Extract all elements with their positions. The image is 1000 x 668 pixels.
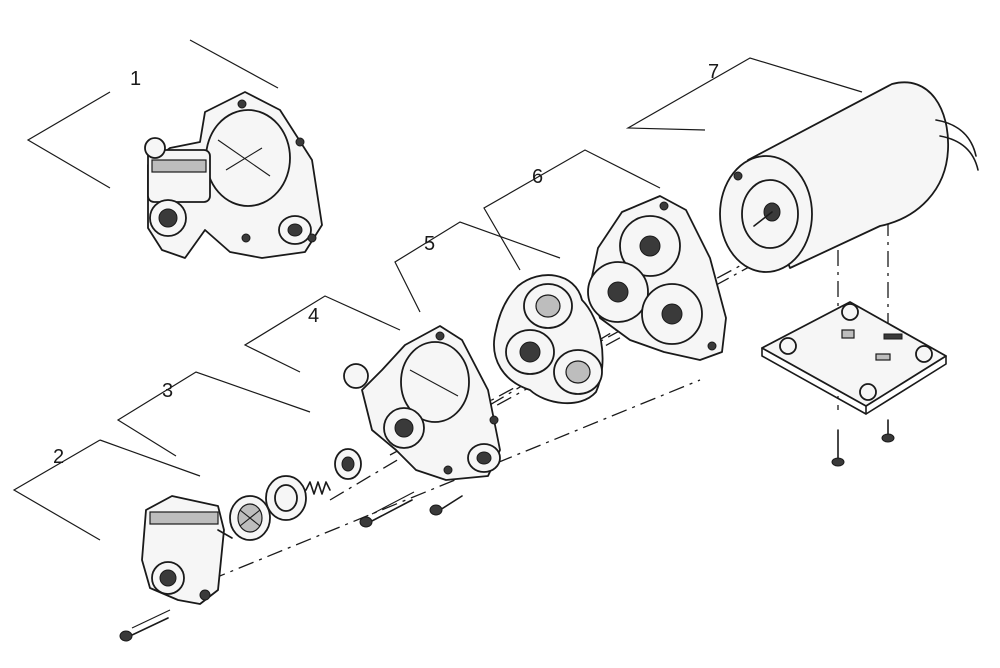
part-6-cam-housing bbox=[587, 195, 727, 361]
part-1-pump-head-assembly bbox=[144, 91, 323, 259]
part-2-front-housing bbox=[141, 495, 233, 605]
label-part-6: 6 bbox=[532, 166, 543, 188]
part-4-screws bbox=[359, 491, 463, 528]
part-7-motor bbox=[719, 81, 979, 273]
part-7-mounting-plate bbox=[761, 301, 947, 415]
label-part-4: 4 bbox=[308, 305, 319, 327]
part-4-pump-body bbox=[343, 325, 501, 481]
part-7-screws bbox=[831, 419, 895, 467]
part-5-diaphragm bbox=[493, 274, 604, 405]
label-part-1: 1 bbox=[130, 68, 141, 90]
callout-brackets bbox=[12, 39, 863, 541]
label-part-5: 5 bbox=[424, 233, 435, 255]
label-part-2: 2 bbox=[53, 446, 64, 468]
part-2-screw bbox=[119, 609, 171, 642]
label-part-3: 3 bbox=[162, 380, 173, 402]
label-part-7: 7 bbox=[708, 61, 719, 83]
part-3-valve-assembly bbox=[229, 448, 362, 541]
